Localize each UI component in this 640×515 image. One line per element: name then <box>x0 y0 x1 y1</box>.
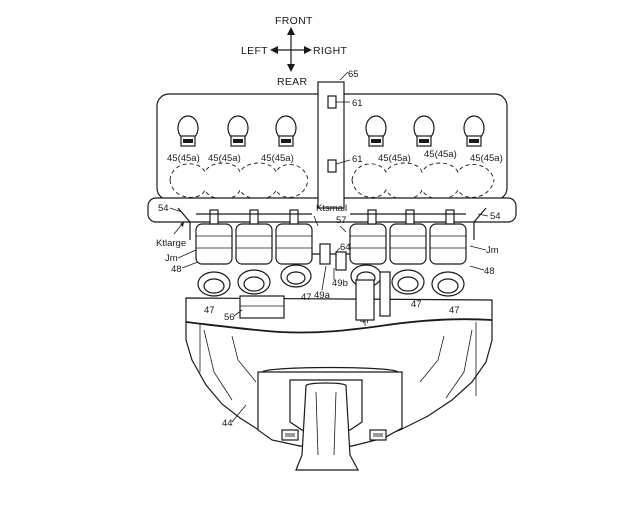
throttle-body-2 <box>235 209 273 295</box>
label-kt-small: Ktsmall <box>316 203 347 214</box>
plug-cap-4 <box>365 115 387 147</box>
direction-rear-label: REAR <box>277 76 307 88</box>
label-plug-cap-5: 45(45a) <box>424 149 457 160</box>
label-link-49b: 49b <box>332 278 348 289</box>
label-link-49a: 49a <box>314 290 331 301</box>
label-shaft-65: 65 <box>348 69 359 80</box>
label-bracket-54-right: 54 <box>490 211 501 222</box>
label-plug-cap-1: 45(45a) <box>167 153 200 164</box>
engine-body: 44 <box>185 297 493 471</box>
plug-cap-3 <box>275 115 297 147</box>
label-plug-cap-2: 45(45a) <box>208 153 241 164</box>
label-jm-left: Jm <box>165 253 178 264</box>
throttle-bodies: 47 47 47 47 47 47 <box>195 209 467 326</box>
label-funnel-48-left: 48 <box>171 264 182 275</box>
label-bracket-54-left: 54 <box>158 203 169 214</box>
label-jm-right: Jm <box>486 245 499 256</box>
side-brackets: 54 54 48 48 <box>158 203 501 277</box>
label-plug-cap-4: 45(45a) <box>378 153 411 164</box>
throttle-body-1 <box>195 209 233 297</box>
throttle-body-6 <box>429 209 467 297</box>
plug-cap-5 <box>413 115 435 147</box>
label-plug-cap-3: 45(45a) <box>261 153 294 164</box>
label-plug-cap-6: 45(45a) <box>470 153 503 164</box>
label-kt-large: Ktlarge <box>156 238 186 249</box>
label-unit-56: 56 <box>224 312 235 323</box>
throttle-linkage: 57 64 49a 49b <box>312 215 351 301</box>
plug-cap-6 <box>463 115 485 147</box>
right-bracket-column <box>355 271 391 326</box>
plug-cap-2 <box>227 115 249 147</box>
label-fitting-61-bottom: 61 <box>352 154 363 165</box>
label-throttle-body-3: 47 <box>301 292 312 303</box>
label-throttle-body-5: 47 <box>411 299 422 310</box>
plug-cap-1 <box>177 115 199 147</box>
direction-front-label: FRONT <box>275 15 313 27</box>
kt-jm-annotations: Ktlarge Ktsmall Jm Jm <box>156 203 499 264</box>
label-throttle-body-6: 47 <box>449 305 460 316</box>
direction-compass: FRONT REAR LEFT RIGHT <box>241 15 347 88</box>
label-throttle-body-1: 47 <box>204 305 215 316</box>
label-fitting-61-top: 61 <box>352 98 363 109</box>
central-shaft: 65 61 61 <box>317 69 363 209</box>
unit-56: 56 <box>224 295 285 323</box>
label-rod-64: 64 <box>340 242 351 253</box>
plug-caps: 45(45a) 45(45a) 45(45a) 45(45a) 45(45a) … <box>167 115 503 164</box>
throttle-body-5 <box>389 209 427 295</box>
direction-left-label: LEFT <box>241 45 268 57</box>
throttle-body-3 <box>275 209 313 288</box>
direction-right-label: RIGHT <box>313 45 347 57</box>
label-funnel-48-right: 48 <box>484 266 495 277</box>
label-sensor-57: 57 <box>336 215 347 226</box>
label-engine-44: 44 <box>222 418 233 429</box>
